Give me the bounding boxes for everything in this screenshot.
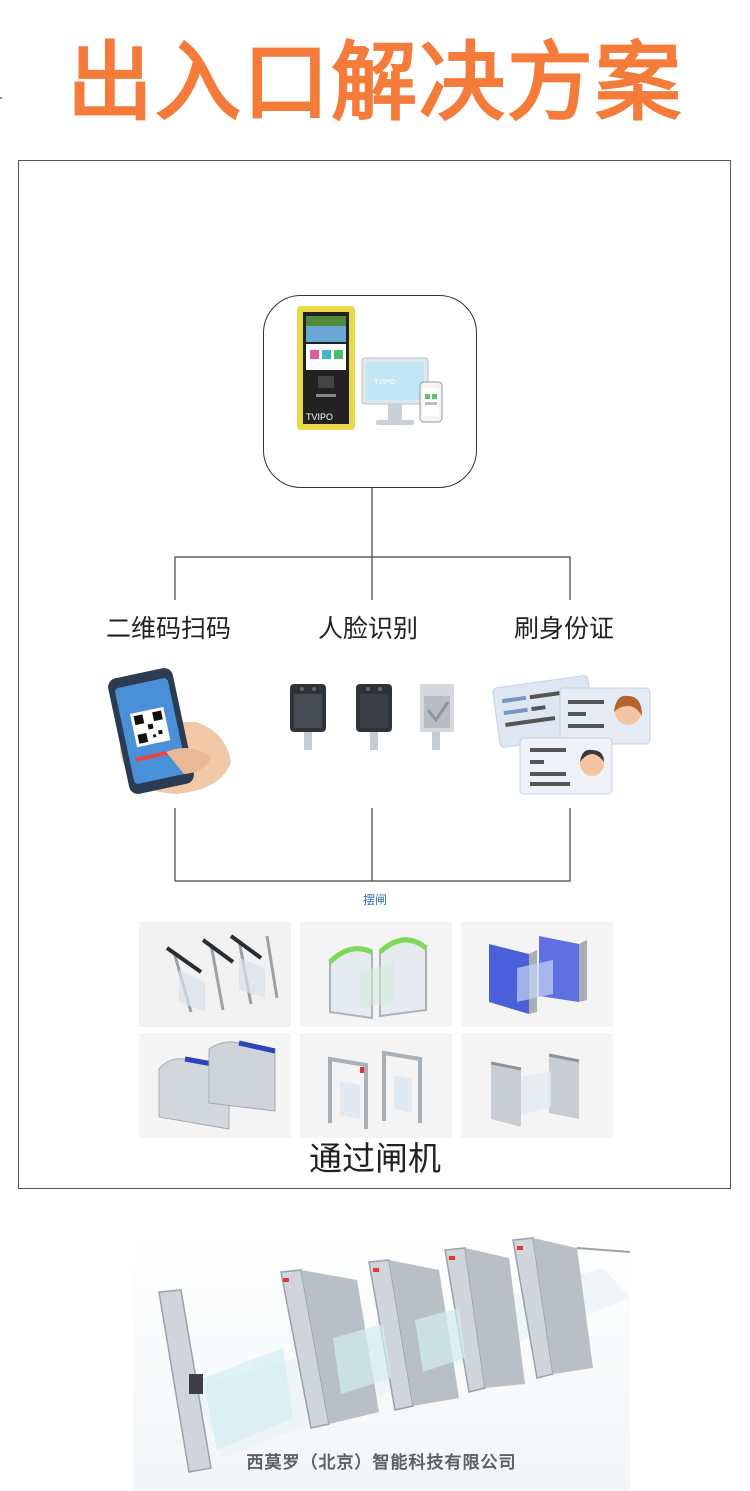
swing-gate-dark-bars-icon	[165, 934, 279, 1013]
face-terminal-3-icon	[420, 684, 454, 750]
svg-text:TVIPO: TVIPO	[374, 379, 396, 386]
page-title: 出入口解决方案	[67, 33, 683, 133]
face-terminal-1-icon	[290, 684, 326, 750]
gate-lane-photo: 西莫罗（北京）智能科技有限公司	[133, 1228, 630, 1491]
pass-gate-label: 通过闸机	[309, 1139, 441, 1178]
gate-tile-1	[139, 922, 291, 1027]
company-watermark: 西莫罗（北京）智能科技有限公司	[246, 1453, 517, 1473]
face-terminal-2-icon	[356, 684, 392, 750]
swing-gate-blue-top-icon	[158, 1040, 276, 1130]
swing-gate-frame-icon	[328, 1050, 422, 1129]
gate-tile-5	[300, 1033, 452, 1138]
swing-gate-label: 摆闸	[362, 893, 387, 907]
phone-icon	[419, 381, 443, 423]
edge-dot	[0, 97, 2, 99]
face-terminals-illustration	[290, 684, 454, 750]
id-cards-illustration	[492, 675, 651, 795]
category-face-recognition: 人脸识别	[318, 614, 419, 643]
id-card-3-icon	[519, 737, 613, 795]
gate-tile-6	[461, 1033, 613, 1138]
category-branch-line	[174, 556, 571, 600]
management-system-box: TVIPO TVIPO	[263, 295, 477, 488]
gate-tile-4	[139, 1033, 291, 1138]
gate-tile-2	[300, 922, 452, 1027]
kiosk-monitor-phone-illustration: TVIPO TVIPO	[297, 306, 443, 430]
category-id-card: 刷身份证	[514, 614, 615, 643]
monitor-icon: TVIPO	[361, 357, 429, 425]
swing-gate-blue-panel-icon	[489, 936, 587, 1014]
gate-tile-3	[461, 922, 613, 1027]
diagram-frame	[18, 160, 731, 1189]
qr-phone-hand-illustration	[108, 668, 231, 794]
id-card-2-icon	[559, 687, 651, 745]
svg-text:TVIPO: TVIPO	[306, 412, 333, 422]
category-qr-code: 二维码扫码	[106, 614, 232, 643]
swing-gate-steel-icon	[490, 1053, 580, 1127]
swing-gate-green-arc-icon	[328, 937, 428, 1020]
gate-lanes-illustration	[158, 1237, 630, 1473]
kiosk-icon: TVIPO	[297, 306, 355, 430]
